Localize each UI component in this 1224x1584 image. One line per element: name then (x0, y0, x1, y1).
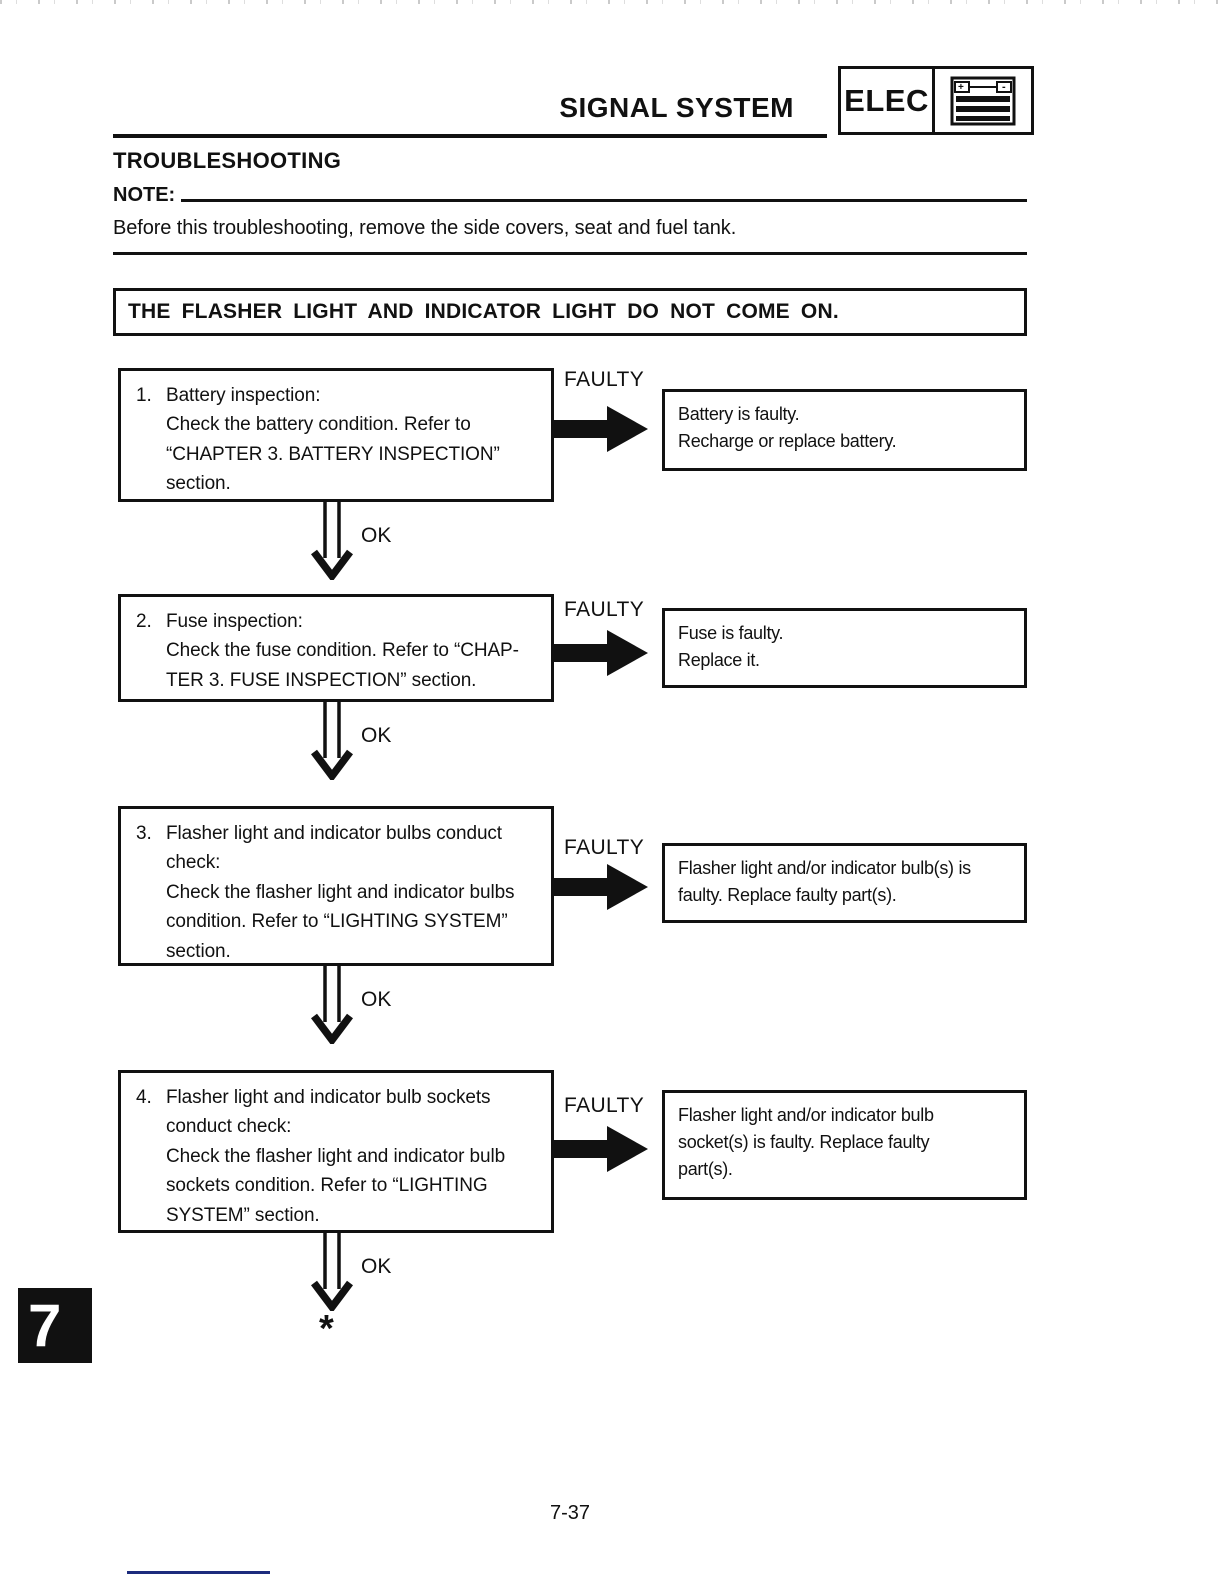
step-title: Flasher light and indicator bulb sockets… (166, 1087, 491, 1138)
ok-label: OK (361, 1255, 392, 1278)
faulty-arrow-icon (551, 862, 648, 912)
faulty-arrow-icon (551, 628, 648, 678)
step-body: Check the flasher light and indicator bu… (166, 1145, 506, 1226)
battery-icon: + - (935, 69, 1031, 132)
step-title: Battery inspection: (166, 385, 321, 406)
problem-title: THE FLASHER LIGHT AND INDICATOR LIGHT DO… (128, 300, 839, 323)
step-number: 3. (136, 823, 152, 844)
result-box-3: Flasher light and/or indicator bulb(s) i… (662, 843, 1027, 923)
faulty-label: FAULTY (564, 1094, 645, 1117)
ok-arrow-icon (309, 1233, 355, 1311)
svg-text:+: + (958, 82, 964, 93)
faulty-arrow-icon (551, 1124, 648, 1174)
ok-arrow-icon (309, 702, 355, 780)
step-box-1: 1. Battery inspection: Check the battery… (118, 368, 554, 502)
elec-badge: ELEC + - (838, 66, 1034, 135)
ok-label: OK (361, 988, 392, 1011)
result-box-2: Fuse is faulty. Replace it. (662, 608, 1027, 688)
end-asterisk: * (319, 1308, 334, 1350)
ok-label: OK (361, 524, 392, 547)
step-number: 1. (136, 385, 152, 406)
faulty-label: FAULTY (564, 836, 645, 859)
step-number: 4. (136, 1087, 152, 1108)
result-box-4: Flasher light and/or indicator bulb sock… (662, 1090, 1027, 1200)
step-body: Check the fuse condition. Refer to “CHAP… (166, 640, 519, 691)
problem-title-box: THE FLASHER LIGHT AND INDICATOR LIGHT DO… (113, 288, 1027, 336)
chapter-tab: 7 (18, 1288, 92, 1363)
step-box-2: 2. Fuse inspection: Check the fuse condi… (118, 594, 554, 702)
note-rule (181, 199, 1027, 202)
note-text: Before this troubleshooting, remove the … (113, 217, 737, 239)
ok-arrow-icon (309, 966, 355, 1044)
step-title: Flasher light and indicator bulbs conduc… (166, 823, 502, 874)
step-body: Check the battery condition. Refer to “C… (166, 414, 500, 495)
ok-label: OK (361, 724, 392, 747)
faulty-label: FAULTY (564, 598, 645, 621)
footer-line (127, 1571, 270, 1574)
header-rule (113, 134, 827, 138)
step-box-4: 4. Flasher light and indicator bulb sock… (118, 1070, 554, 1233)
step-body: Check the flasher light and indicator bu… (166, 881, 515, 962)
faulty-arrow-icon (551, 404, 648, 454)
page-number: 7-37 (549, 1502, 591, 1524)
faulty-label: FAULTY (564, 368, 645, 391)
scan-noise (0, 0, 1224, 4)
note-label: NOTE: (113, 184, 176, 206)
result-box-1: Battery is faulty. Recharge or replace b… (662, 389, 1027, 471)
step-box-3: 3. Flasher light and indicator bulbs con… (118, 806, 554, 966)
page-title: SIGNAL SYSTEM (559, 92, 794, 123)
step-number: 2. (136, 611, 152, 632)
section-title: TROUBLESHOOTING (113, 148, 342, 173)
svg-text:-: - (1002, 81, 1006, 93)
ok-arrow-icon (309, 502, 355, 580)
body-rule (113, 252, 1027, 255)
elec-badge-label: ELEC (841, 69, 935, 132)
step-title: Fuse inspection: (166, 611, 303, 632)
